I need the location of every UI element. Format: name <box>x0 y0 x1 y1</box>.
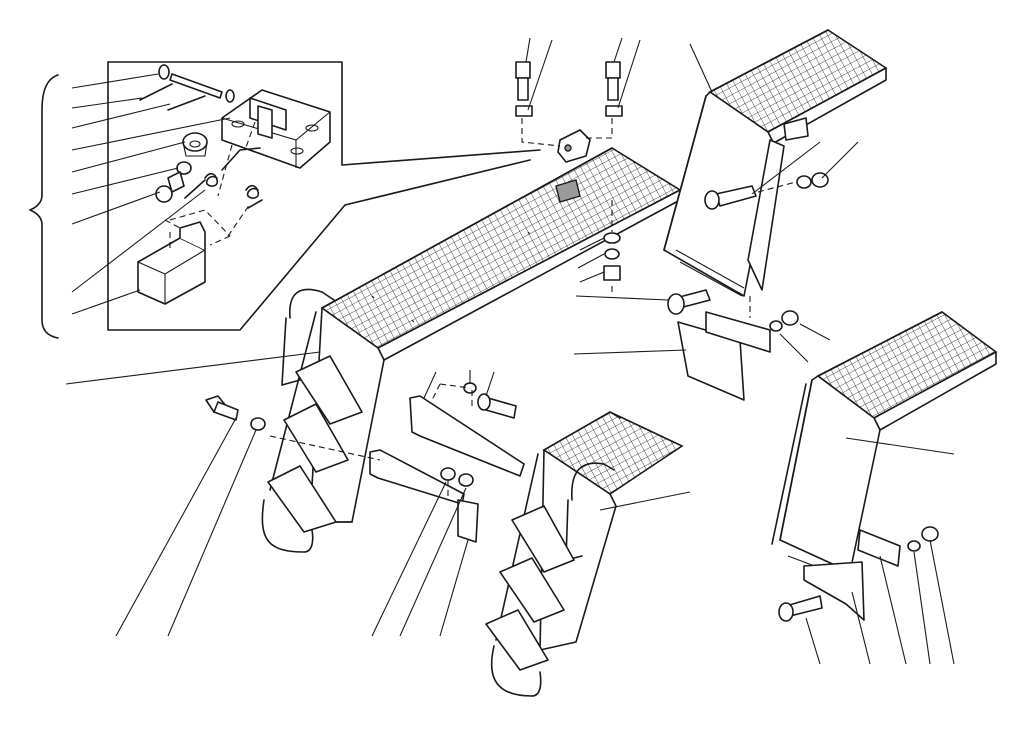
cotter-pin-1 <box>139 83 173 101</box>
inset-assembly-lines <box>164 203 251 250</box>
detail-brace <box>29 74 59 339</box>
inset-hidden-lines <box>217 121 256 197</box>
lower-right-bracket <box>857 529 901 567</box>
inset-leaders <box>71 73 231 315</box>
lower-left-hardware <box>205 395 266 431</box>
bolt-top-right <box>605 61 623 117</box>
upper-right-walkway <box>663 29 888 318</box>
main-handrail <box>281 288 335 386</box>
washer-2 <box>225 89 235 103</box>
main-bottom-loop <box>261 499 314 553</box>
washer-1 <box>158 64 170 80</box>
main-walkway-mesh <box>320 147 682 349</box>
main-walkway <box>261 147 682 553</box>
inset-frame-top <box>107 61 541 166</box>
side-plate <box>457 499 479 543</box>
spring-left <box>184 172 219 199</box>
center-bolt <box>477 393 517 419</box>
mud-flap-bracket <box>705 311 771 353</box>
under-walkway-leaders <box>575 237 669 301</box>
hinge-pin <box>169 73 223 99</box>
stud-bolt <box>155 171 185 203</box>
cotter-pin-2 <box>167 95 206 111</box>
rubber-pad <box>137 221 206 305</box>
main-ladder-steps <box>267 355 363 533</box>
inset-frame-bottom <box>107 61 531 331</box>
under-walkway-hardware <box>575 200 711 315</box>
upper-right-leaders <box>689 43 859 195</box>
roller <box>182 132 208 157</box>
lower-right-walkway <box>771 311 998 665</box>
latch-hidden-lines <box>521 118 613 147</box>
lower-center-leader <box>599 491 691 511</box>
upper-right-bolt <box>704 185 757 210</box>
lower-center-steps <box>485 505 575 671</box>
lower-center-ladder <box>485 411 691 697</box>
latch-assembly <box>515 37 641 163</box>
upper-bracket <box>409 395 525 477</box>
center-leaders-upper <box>423 370 495 399</box>
bolt-top-left <box>515 61 533 117</box>
hinge-mounting-block <box>221 89 331 169</box>
detail-inset <box>29 61 541 339</box>
lower-right-bolt <box>778 595 823 622</box>
latch-leaders <box>525 37 641 111</box>
center-brackets <box>269 370 525 543</box>
spring-right <box>221 147 263 209</box>
latch-plate <box>555 179 581 203</box>
lower-center-bottom-loop <box>490 645 542 697</box>
lower-right-leaders <box>805 437 955 665</box>
lower-right-flap <box>803 561 865 621</box>
bottom-leaders <box>65 351 469 637</box>
mud-flap-assembly <box>573 310 831 401</box>
